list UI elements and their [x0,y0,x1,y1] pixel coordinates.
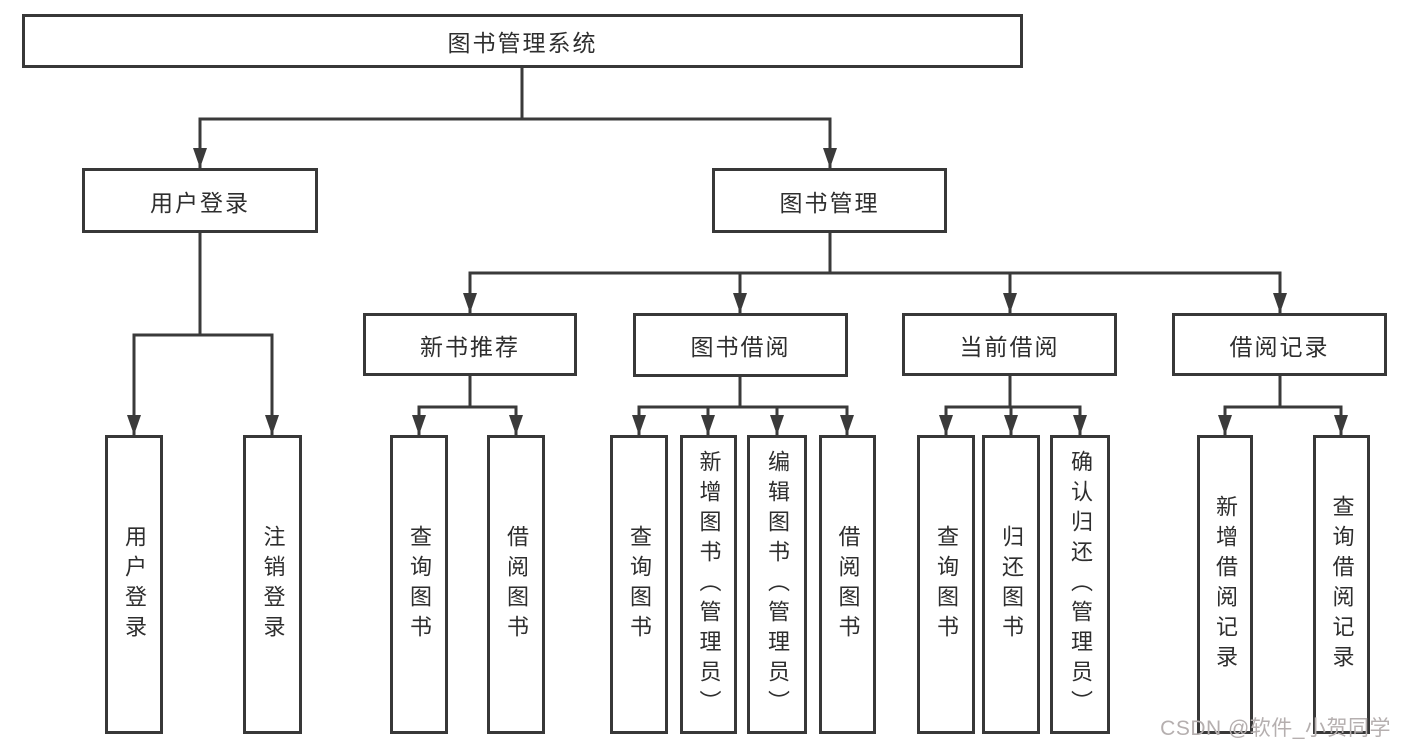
leaf-borrow-books-recommend: 借阅图书 [487,435,545,734]
leaf-borrow-books: 借阅图书 [819,435,876,734]
node-book-management: 图书管理 [712,168,947,233]
node-label: 新增图书（管理员） [696,449,722,720]
node-label: 用户登录 [122,524,147,645]
node-borrowing-records: 借阅记录 [1172,313,1387,376]
leaf-confirm-return-admin: 确认归还（管理员） [1050,435,1110,734]
node-label: 用户登录 [150,189,250,216]
node-label: 查询图书 [627,524,652,645]
node-label: 归还图书 [999,524,1024,645]
node-label: 新增借阅记录 [1213,494,1238,675]
node-label: 确认归还（管理员） [1068,449,1093,720]
leaf-query-borrow-record: 查询借阅记录 [1313,435,1370,734]
node-library-management-system: 图书管理系统 [22,14,1023,68]
csdn-watermark: CSDN @软件_小贺同学 [1160,717,1391,740]
node-label: 图书借阅 [690,334,791,360]
node-new-book-recommendation: 新书推荐 [363,313,577,376]
node-label: 查询图书 [934,524,959,645]
leaf-return-books: 归还图书 [982,435,1040,734]
leaf-query-books-current: 查询图书 [917,435,975,734]
node-label: 新书推荐 [420,333,520,360]
node-label: 查询图书 [407,524,432,645]
node-label: 借阅图书 [504,524,529,645]
node-label: 查询借阅记录 [1329,494,1355,675]
leaf-add-books-admin: 新增图书（管理员） [680,435,737,734]
node-label: 当前借阅 [959,333,1060,360]
node-label: 借阅图书 [835,524,861,645]
leaf-query-books-recommend: 查询图书 [390,435,448,734]
node-label: 编辑图书（管理员） [765,449,790,720]
leaf-query-books-borrow: 查询图书 [610,435,668,734]
leaf-logout: 注销登录 [243,435,302,734]
node-book-borrowing: 图书借阅 [633,313,848,377]
node-label: 图书管理系统 [447,30,598,56]
node-label: 注销登录 [260,524,286,645]
connector-elbows [132,66,1343,409]
connector-arrows [127,117,1348,437]
leaf-user-login: 用户登录 [105,435,163,734]
node-current-borrowing: 当前借阅 [902,313,1117,376]
node-label: 借阅记录 [1229,333,1330,360]
node-label: 图书管理 [779,189,880,216]
leaf-edit-books-admin: 编辑图书（管理员） [747,435,807,734]
node-user-login: 用户登录 [82,168,318,233]
leaf-add-borrow-record: 新增借阅记录 [1197,435,1253,734]
